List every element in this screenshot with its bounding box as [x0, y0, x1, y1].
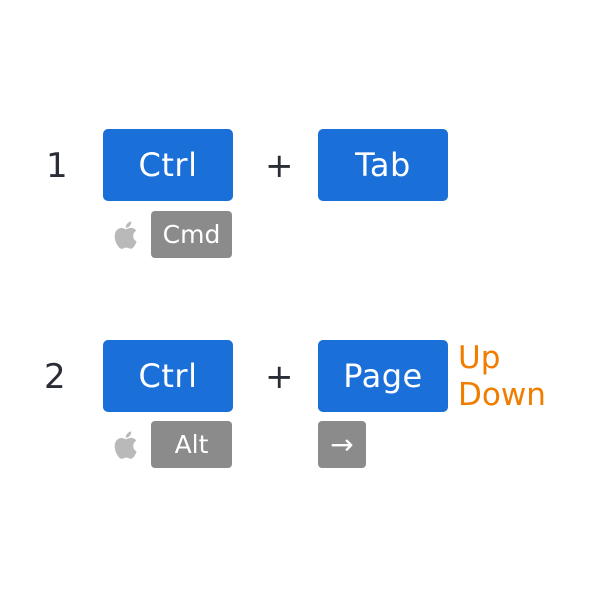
page-key: Page: [318, 340, 448, 412]
apple-icon: [114, 221, 137, 249]
plus-sign-1: +: [265, 146, 294, 186]
step-number-2: 2: [44, 357, 66, 397]
right-arrow-key: →: [318, 421, 366, 468]
page-down-label: Down: [458, 377, 546, 413]
plus-sign-2: +: [265, 357, 294, 397]
ctrl-key-2: Ctrl: [103, 340, 233, 412]
tab-key: Tab: [318, 129, 448, 201]
apple-icon: [114, 431, 137, 459]
page-up-label: Up: [458, 340, 501, 376]
alt-key: Alt: [151, 421, 232, 468]
cmd-key: Cmd: [151, 211, 232, 258]
ctrl-key-1: Ctrl: [103, 129, 233, 201]
step-number-1: 1: [46, 146, 68, 186]
